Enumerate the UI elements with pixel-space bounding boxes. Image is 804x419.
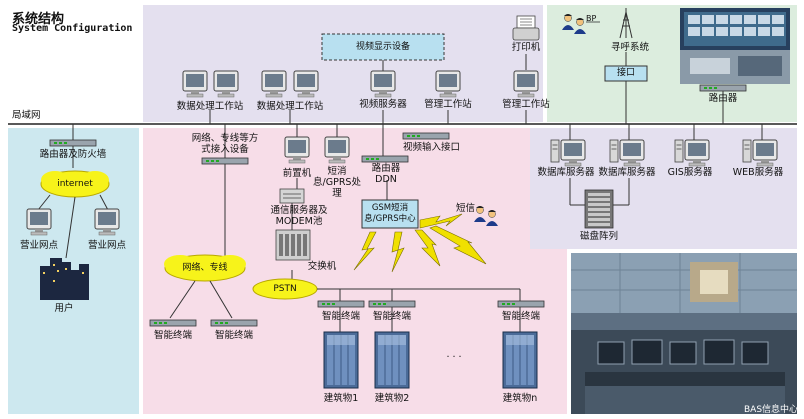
smart4-label: 智能终端: [372, 311, 412, 322]
bp-label: BP: [586, 14, 597, 23]
disk-array-icon: [584, 189, 614, 229]
top-panel: [143, 5, 543, 122]
web-server-label: WEB服务器: [732, 167, 784, 178]
control-room-photo-top: [680, 8, 790, 84]
router-top-icon: [699, 84, 747, 92]
router-fw-icon: [49, 139, 97, 147]
router-fw-label: 路由器及防火墙: [39, 149, 107, 160]
video-server-label: 视频服务器: [359, 99, 407, 110]
lightning-bolts: [353, 213, 487, 273]
sms-gprs-label: 短消息/GPRS处理: [313, 166, 361, 199]
dp-ws2-label: 数据处理工作站: [256, 101, 324, 112]
mgmt-ws2-label: 管理工作站: [502, 99, 550, 110]
gsm-center-label: GSM短消息/GPRS中心: [364, 203, 416, 224]
smart1-icon: [149, 319, 197, 327]
frontend-label: 前置机: [282, 168, 312, 179]
access-label: 网络、专线等方式接入设备: [191, 133, 259, 155]
user-label: 用户: [54, 303, 74, 314]
printer-label: 打印机: [511, 42, 541, 53]
interface-label: 接口: [616, 68, 635, 78]
db-server2-label: 数据库服务器: [598, 167, 656, 178]
biz2-label: 营业网点: [87, 240, 127, 251]
title-en: System Configuration: [12, 23, 133, 34]
video-input-label: 视频输入接口: [403, 142, 461, 153]
antenna-icon: [619, 8, 633, 39]
smart2-label: 智能终端: [214, 330, 254, 341]
mgmt-ws1-label: 管理工作站: [424, 99, 472, 110]
building1-icon: [323, 331, 359, 389]
bas-center-photo: [571, 253, 797, 414]
router-ddn-label: 路由器: [371, 163, 401, 174]
dots-label: · · ·: [446, 352, 462, 363]
smart3-icon: [317, 300, 365, 308]
building2-label: 建筑物2: [374, 393, 410, 404]
video-input-icon: [402, 132, 450, 140]
dp-ws1-label: 数据处理工作站: [176, 101, 244, 112]
router-ddn-icon: [361, 155, 409, 163]
sms-label: 短信: [456, 203, 476, 214]
user-city-icon: [40, 258, 89, 300]
net-line-label: 网络、专线: [182, 262, 228, 273]
buildingn-label: 建筑物n: [502, 393, 538, 404]
pager-system-label: 寻呼系统: [610, 42, 650, 53]
smart4-icon: [368, 300, 416, 308]
db-server1-label: 数据库服务器: [537, 167, 595, 178]
lan-label: 局域网: [12, 110, 41, 121]
smart3-label: 智能终端: [321, 311, 361, 322]
photo-caption: BAS信息中心: [744, 405, 799, 415]
pstn-label: PSTN: [273, 283, 297, 294]
router-top-label: 路由器: [708, 93, 738, 104]
buildingn-icon: [502, 331, 538, 389]
smart5-label: 智能终端: [501, 311, 541, 322]
smart2-icon: [210, 319, 258, 327]
title-cn: 系统结构: [12, 12, 65, 27]
gis-server-label: GIS服务器: [667, 167, 713, 178]
net-line-cloud: [164, 254, 246, 282]
video-display-box: [321, 33, 445, 61]
smart5-icon: [497, 300, 545, 308]
printer-icon: [512, 15, 540, 41]
switch-label: 交换机: [307, 261, 337, 272]
access-device-icon: [201, 157, 249, 165]
building2-icon: [374, 331, 410, 389]
disk-array-label: 磁盘阵列: [579, 231, 619, 242]
comm-server-icon: [279, 188, 305, 204]
smart1-label: 智能终端: [153, 330, 193, 341]
video-display-label: 视频显示设备: [355, 41, 410, 52]
internet-cloud: [40, 170, 110, 198]
switch-icon: [275, 229, 311, 261]
comm-server-label: 通信服务器及MODEM池: [270, 205, 328, 227]
internet-label: internet: [57, 178, 93, 189]
gsm-center-box: [361, 199, 419, 229]
ddn-label: DDN: [375, 174, 397, 185]
building1-label: 建筑物1: [323, 393, 359, 404]
biz1-label: 营业网点: [19, 240, 59, 251]
